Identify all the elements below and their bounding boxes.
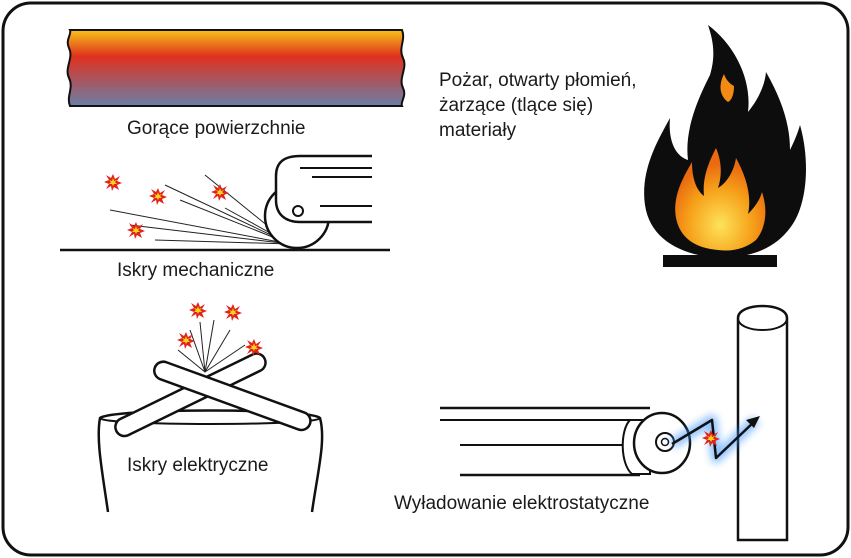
label-electrostatic-discharge: Wyładowanie elektrostatyczne (394, 493, 650, 514)
label-fire-line-3: materiały (439, 120, 517, 141)
label-fire: Pożar, otwarty płomień, żarzące (tlące s… (439, 68, 636, 143)
hot-surface-icon (66, 29, 406, 107)
conveyor-belt-discharge-icon (440, 304, 789, 542)
electric-contacts-icon (97, 302, 324, 513)
flame-icon (644, 25, 806, 267)
label-fire-line-1: Pożar, otwarty płomień, (439, 70, 637, 91)
label-fire-line-2: żarzące (tlące się) (439, 95, 594, 116)
label-mechanical-sparks: Iskry mechaniczne (117, 260, 275, 281)
label-hot-surfaces: Gorące powierzchnie (127, 118, 306, 139)
grinder-wheel-icon (60, 154, 390, 252)
label-electrical-sparks: Iskry elektryczne (127, 455, 269, 476)
